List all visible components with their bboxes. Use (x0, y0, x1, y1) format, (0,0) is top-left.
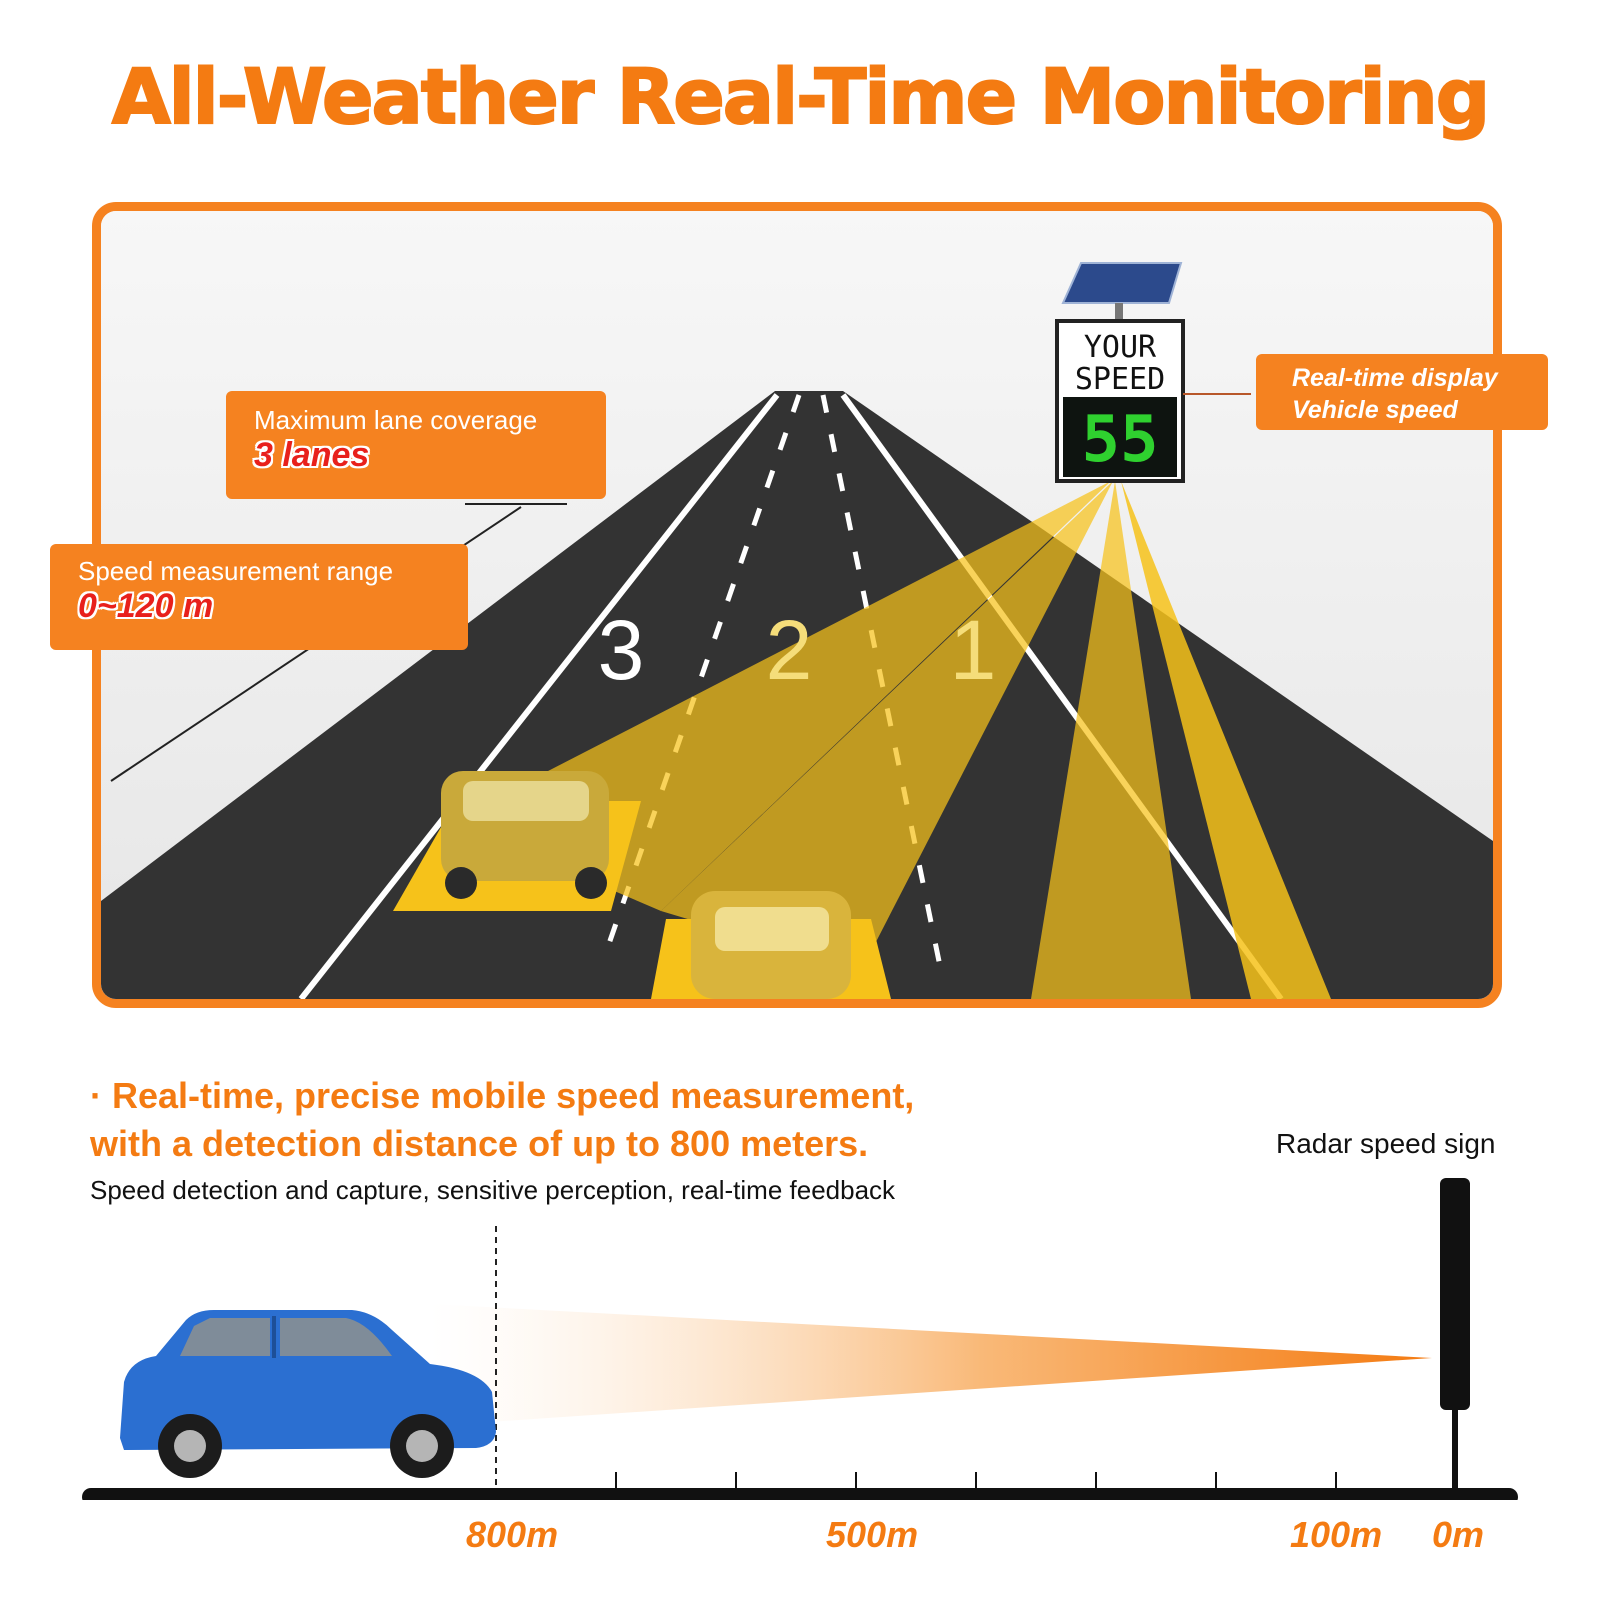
car-lane2 (691, 891, 851, 999)
detection-distance-diagram (82, 1178, 1518, 1500)
radar-beam-lane1 (1031, 481, 1191, 999)
feature-subtext: Speed detection and capture, sensitive p… (90, 1175, 896, 1205)
distance-label-500m: 500m (826, 1514, 919, 1555)
measurement-range-callout: Speed measurement range 0~120 m (50, 544, 468, 650)
distance-label-0m: 0m (1432, 1514, 1485, 1555)
car-lane3 (441, 771, 609, 899)
feature-heading-line1: · Real-time, precise mobile speed measur… (90, 1075, 915, 1116)
feature-heading: · Real-time, precise mobile speed measur… (90, 1072, 1110, 1168)
sign-text-speed: SPEED (1075, 362, 1165, 397)
lane-coverage-callout: Maximum lane coverage 3 lanes (226, 391, 606, 499)
lane-line-left (298, 393, 780, 999)
ground-line (82, 1488, 1518, 1500)
radar-beam-lane2 (661, 481, 1113, 971)
lane-coverage-label: Maximum lane coverage (254, 405, 538, 435)
distance-ticks (615, 1472, 1337, 1488)
solar-panel-icon (1061, 262, 1183, 321)
radar-beam-far (1121, 481, 1331, 999)
lane-number-1: 1 (950, 603, 997, 697)
realtime-display-line1: Real-time display (1292, 364, 1498, 392)
sign-speed-digits: 55 (1081, 403, 1158, 477)
measurement-range-value: 0~120 m (78, 587, 214, 625)
lane-number-2: 2 (766, 603, 813, 697)
road-scene-panel: 3 2 1 YOUR SPEED 55 (92, 202, 1502, 1008)
car-icon (120, 1310, 496, 1478)
radar-sign-label: Radar speed sign (1276, 1128, 1496, 1159)
radar-sign-pole (1452, 1410, 1458, 1490)
feature-heading-line2: with a detection distance of up to 800 m… (90, 1123, 869, 1164)
distance-label-100m: 100m (1290, 1514, 1383, 1555)
realtime-display-callout: Real-time display Vehicle speed (1256, 354, 1548, 430)
lane-number-3: 3 (598, 603, 645, 697)
lane-coverage-value: 3 lanes (254, 436, 370, 474)
distance-label-800m: 800m (466, 1514, 559, 1555)
road-illustration: 3 2 1 YOUR SPEED 55 (101, 211, 1493, 999)
sign-text-your: YOUR (1084, 330, 1157, 365)
realtime-display-line2: Vehicle speed (1292, 396, 1458, 424)
page-title: All-Weather Real-Time Monitoring (111, 51, 1491, 142)
lane-line-right (840, 393, 1284, 999)
detection-beam (430, 1304, 1432, 1426)
radar-speed-sign: YOUR SPEED 55 (1055, 319, 1185, 483)
radar-sign-icon (1440, 1178, 1470, 1410)
measurement-range-label: Speed measurement range (78, 556, 394, 586)
